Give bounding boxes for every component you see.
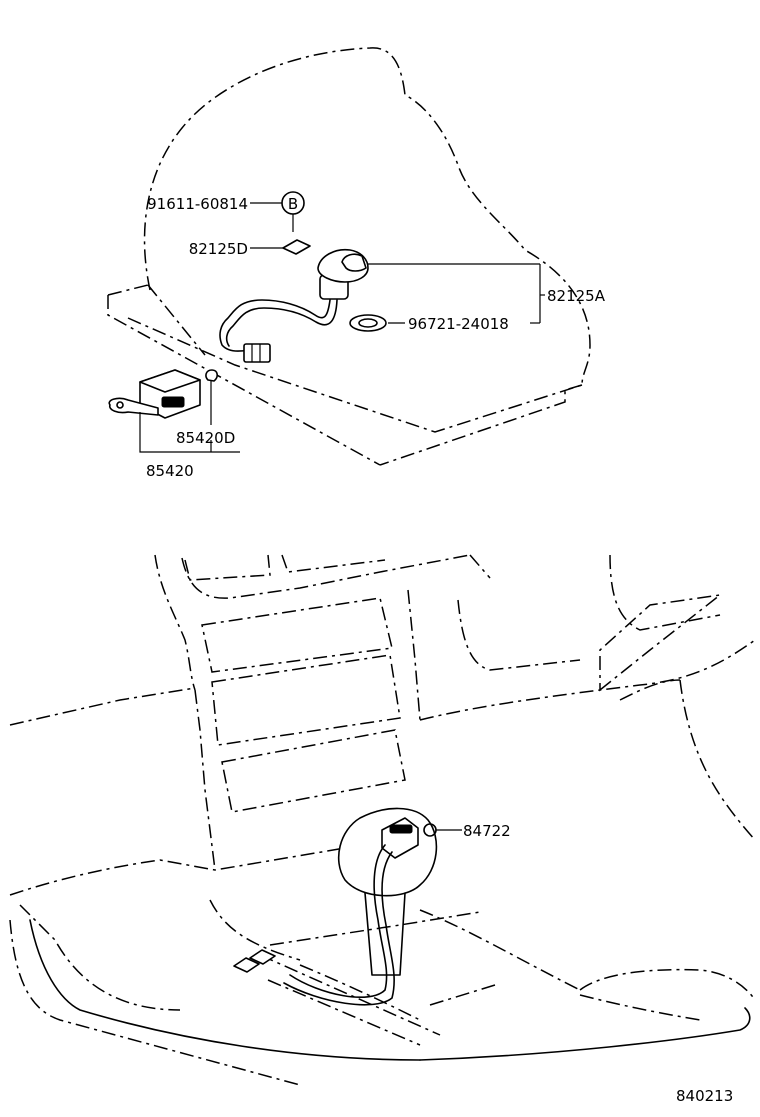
- callout-labels: 91611-60814 B 82125D 82125A 96721-24018 …: [146, 195, 733, 1105]
- label-relay: 85420: [146, 462, 194, 480]
- label-relay-clip: 85420D: [176, 429, 235, 447]
- relay-part: [108, 369, 240, 453]
- relay-clip-part: [205, 369, 218, 382]
- label-bolt-ref: B: [288, 195, 298, 213]
- grommet-part: [349, 314, 405, 332]
- label-harness: 82125A: [547, 287, 606, 305]
- pad-part: [282, 239, 311, 255]
- label-pad: 82125D: [189, 240, 248, 258]
- label-grommet: 96721-24018: [408, 315, 509, 333]
- shift-lever: [233, 807, 462, 1006]
- harness-bracket: [368, 263, 545, 324]
- console-outline: [29, 919, 751, 1061]
- label-shift-switch: 84722: [463, 822, 511, 840]
- harness-part: [219, 248, 369, 363]
- figure-code: 840213: [676, 1087, 733, 1105]
- bolt-callout: [250, 191, 305, 232]
- pad-callout: [250, 239, 311, 255]
- upper-phantom-outline: [107, 47, 591, 466]
- label-bolt: 91611-60814: [147, 195, 248, 213]
- lower-phantom-outline: [9, 554, 756, 1086]
